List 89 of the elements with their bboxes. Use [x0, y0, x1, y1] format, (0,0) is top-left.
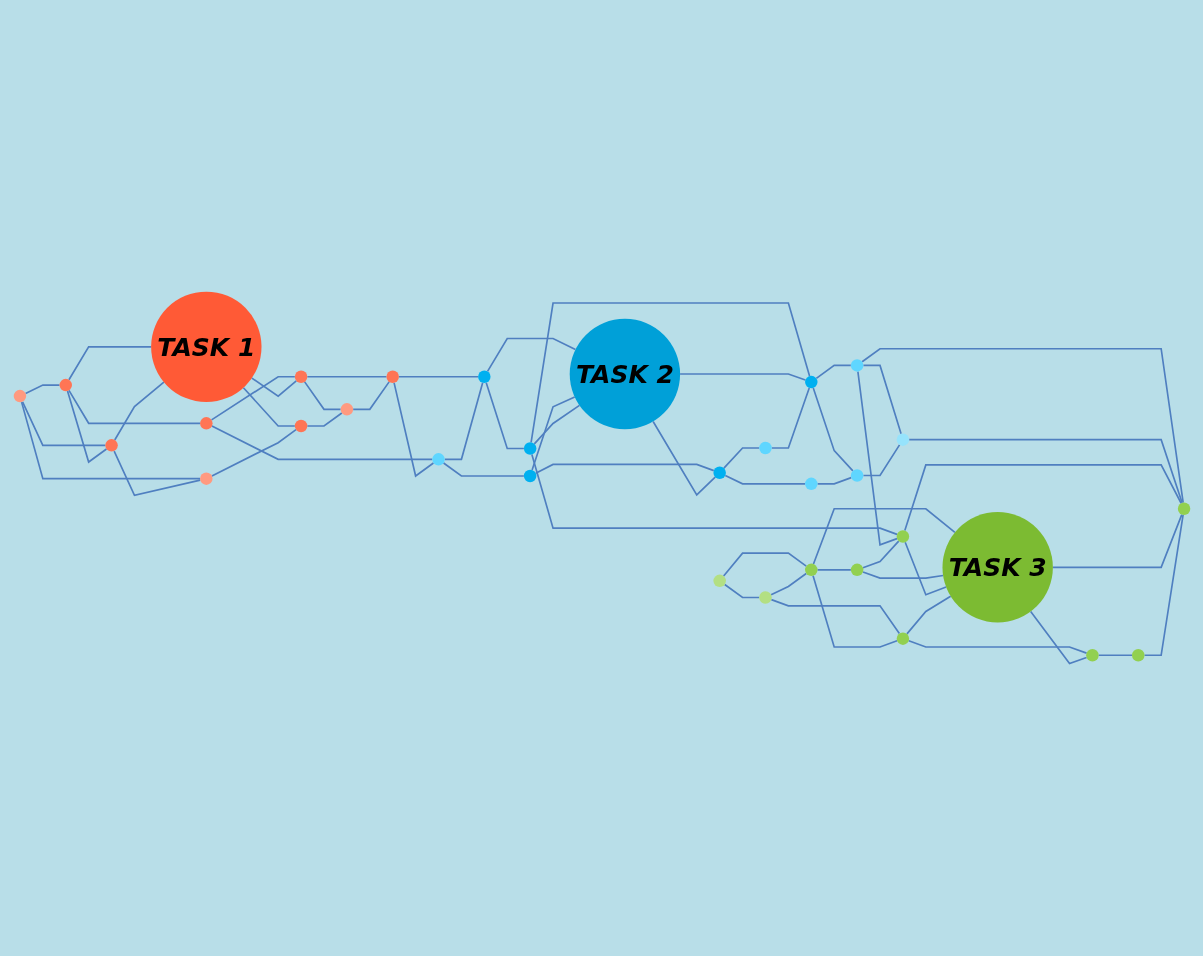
connector	[722, 552, 807, 578]
node-circle	[850, 359, 863, 372]
node-circle	[896, 632, 909, 646]
connector	[66, 390, 107, 464]
connector	[862, 444, 900, 477]
connector	[860, 348, 1184, 504]
connector	[723, 584, 760, 599]
connector	[112, 450, 201, 497]
connector	[529, 302, 810, 444]
connector	[484, 382, 525, 450]
connector	[861, 540, 900, 569]
connector	[1097, 654, 1133, 657]
node-circle	[896, 530, 909, 544]
node-circle	[294, 370, 307, 384]
connector	[856, 371, 898, 547]
connector	[24, 384, 60, 395]
connector	[903, 541, 947, 597]
node-circle	[385, 370, 399, 384]
node-circle	[1085, 649, 1099, 662]
connector	[113, 381, 165, 442]
connector	[903, 464, 1182, 532]
connector	[443, 382, 483, 461]
connector	[816, 477, 852, 485]
node-circle	[431, 453, 445, 466]
connector	[210, 376, 296, 422]
connector	[242, 387, 296, 428]
connector	[861, 571, 944, 580]
connector	[1143, 514, 1184, 657]
connector	[20, 401, 201, 480]
connector	[812, 508, 956, 566]
connector	[303, 381, 341, 411]
connector	[306, 412, 343, 428]
connector	[769, 573, 807, 596]
node-circle	[758, 442, 772, 455]
connector	[530, 396, 576, 472]
connector	[1051, 514, 1183, 569]
node-circle	[850, 563, 863, 577]
node-circle	[804, 563, 818, 577]
connector	[530, 454, 898, 536]
node-circle	[104, 439, 118, 452]
node-circle: TASK 1	[150, 292, 261, 403]
node-circle	[758, 591, 772, 605]
node-circle	[712, 466, 726, 480]
connector	[905, 595, 951, 636]
node-circle	[896, 433, 909, 447]
node-circle	[199, 472, 213, 486]
connector	[862, 364, 902, 435]
connector	[811, 387, 854, 473]
connector	[397, 376, 479, 378]
connector	[533, 404, 580, 446]
node-circle	[804, 376, 818, 389]
connector	[1029, 611, 1087, 665]
node-circle	[199, 417, 213, 430]
connector	[770, 599, 900, 635]
node-circle	[712, 574, 726, 588]
node-circle	[1131, 649, 1144, 662]
connector	[907, 640, 1087, 655]
connector	[651, 421, 716, 497]
connector	[210, 425, 433, 461]
connector	[770, 387, 810, 450]
node-circle	[804, 477, 818, 491]
connector	[351, 381, 390, 411]
node-circle	[523, 442, 536, 456]
connector	[306, 376, 387, 378]
node-circle	[523, 470, 536, 483]
node-circle: TASK 3	[942, 512, 1053, 623]
connector	[811, 575, 898, 649]
node-circle	[340, 403, 353, 416]
connector	[392, 382, 434, 478]
node-circle	[294, 420, 307, 433]
connector	[67, 389, 201, 425]
node-circle	[1177, 502, 1190, 516]
node-circle	[59, 379, 72, 392]
connector	[442, 462, 525, 478]
connector	[722, 447, 760, 470]
connector	[678, 373, 806, 382]
connector	[21, 401, 106, 447]
connector	[815, 364, 852, 380]
connector	[210, 429, 297, 478]
connector	[723, 475, 806, 485]
node-circle	[850, 469, 863, 483]
connector	[907, 439, 1183, 505]
connector	[816, 569, 852, 571]
connector	[486, 338, 576, 373]
connector	[67, 346, 152, 381]
node-circle: TASK 2	[569, 319, 680, 430]
node-circle	[477, 370, 491, 384]
node-circle	[13, 390, 26, 403]
connector	[534, 463, 715, 475]
